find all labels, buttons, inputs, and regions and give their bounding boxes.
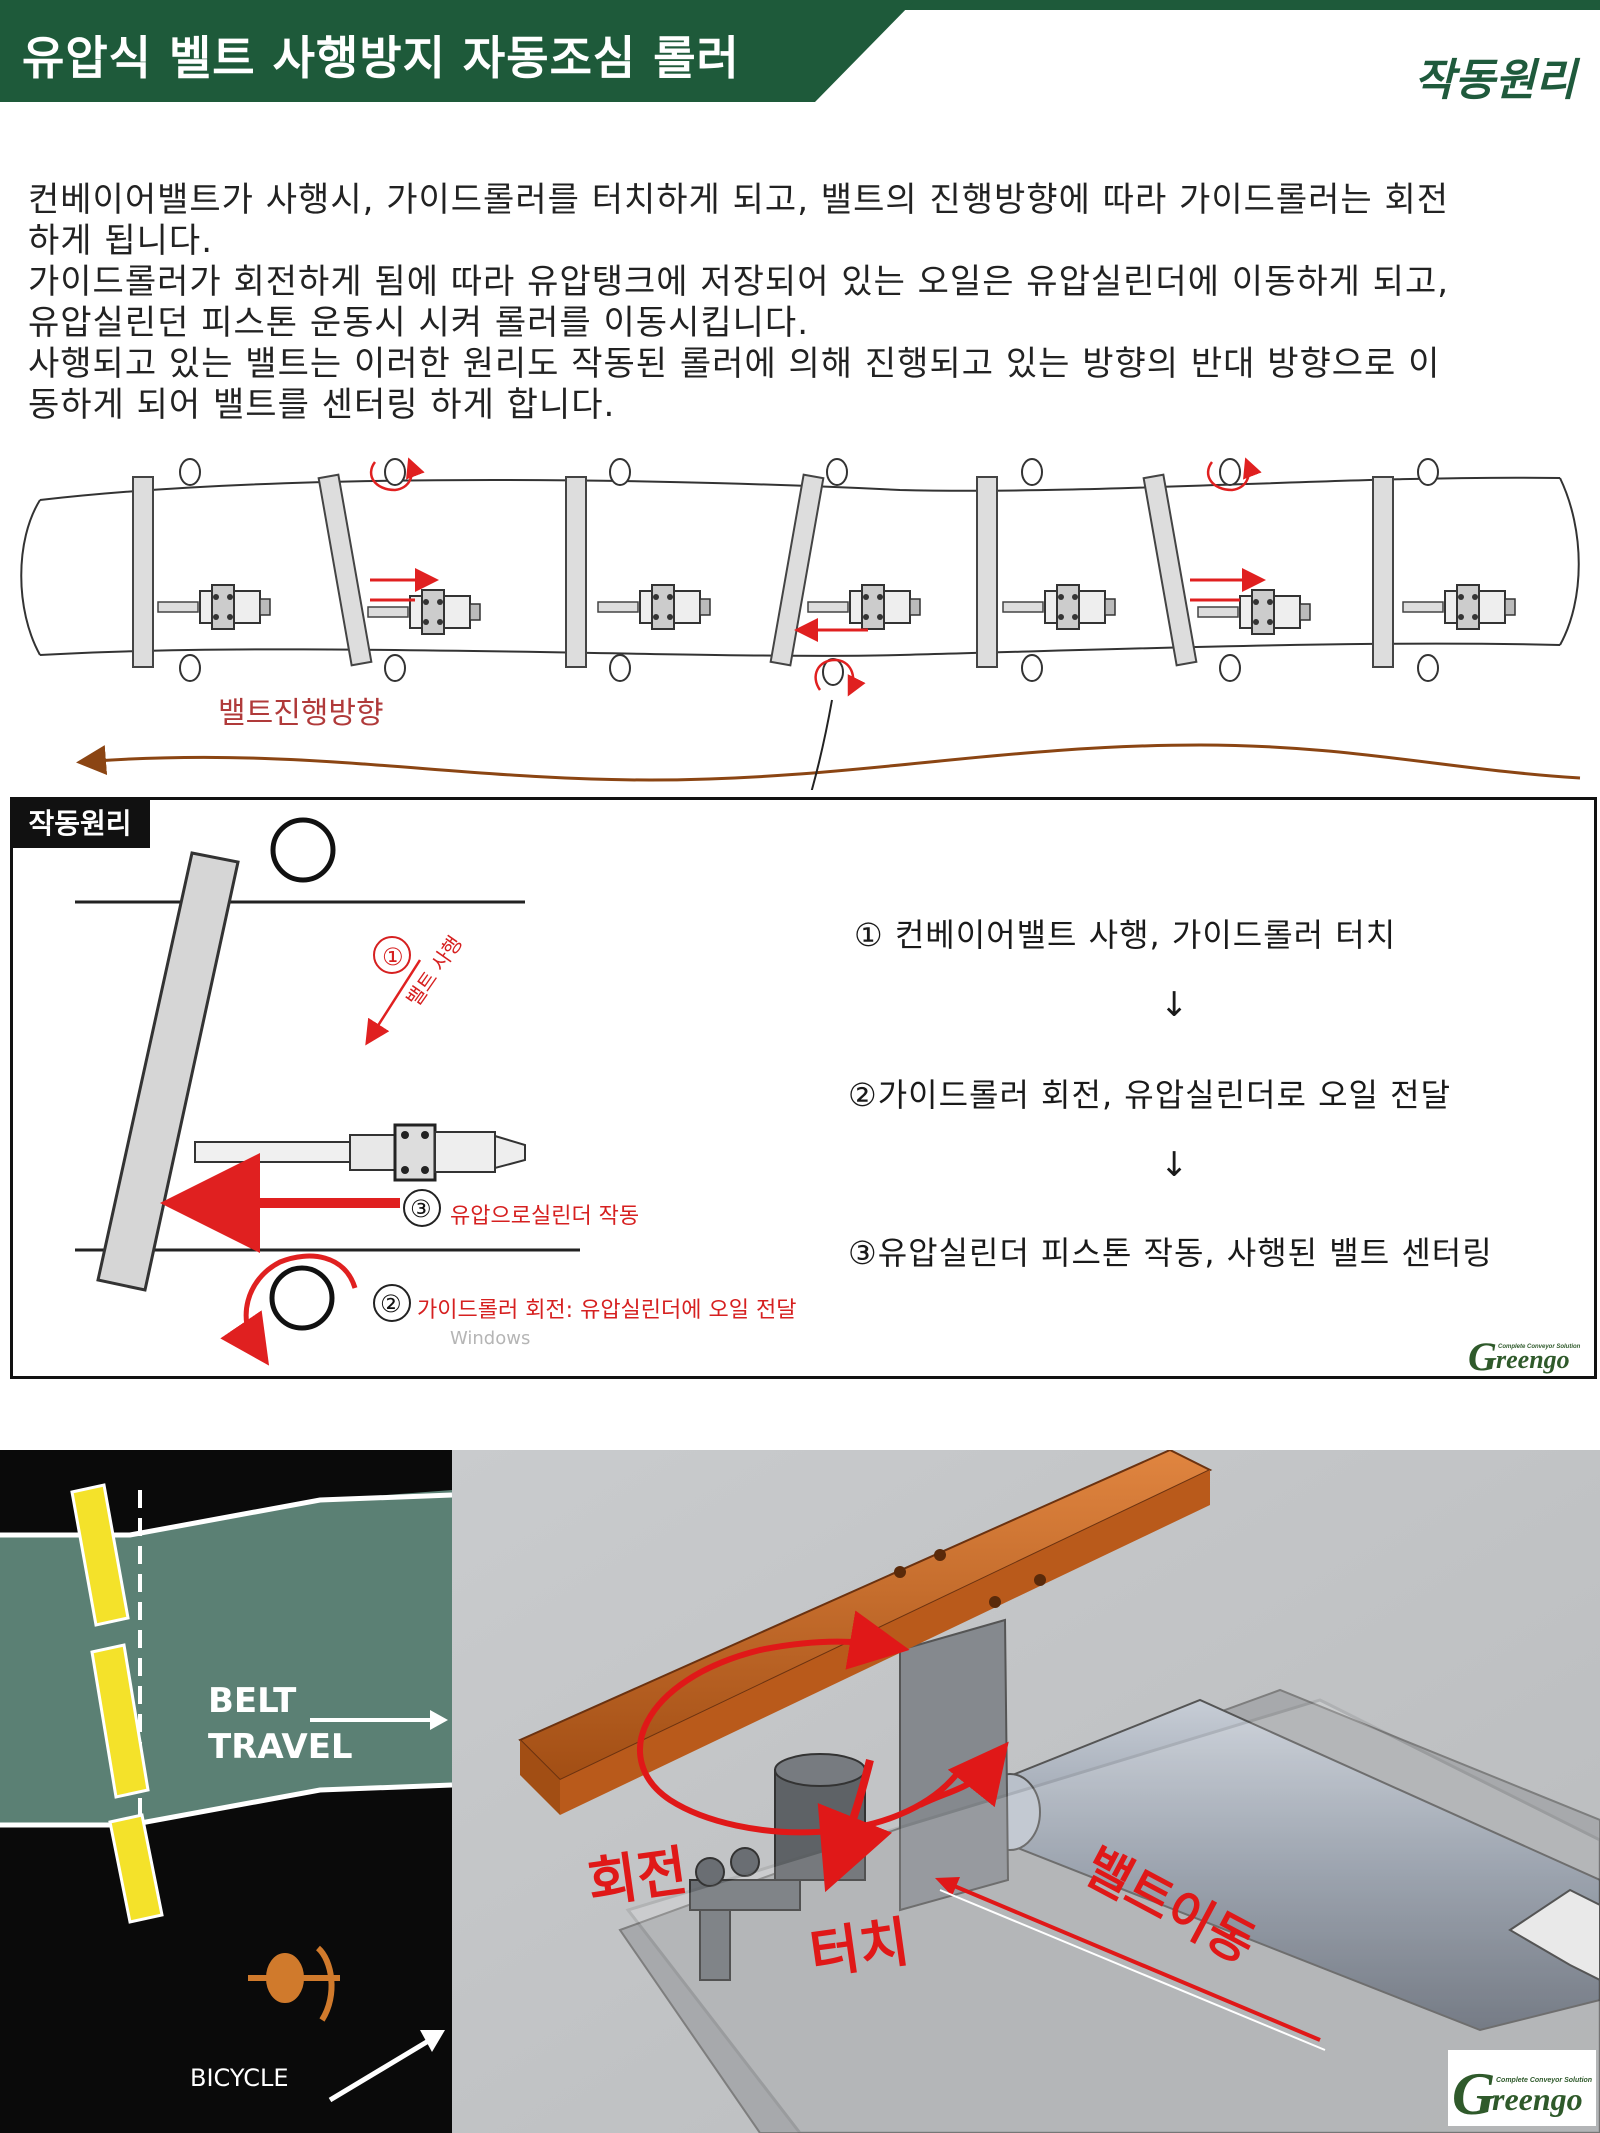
hydraulic-cylinder [597,584,711,630]
guide-roller-circle [826,458,848,486]
svg-text:Complete Conveyor Solution: Complete Conveyor Solution [1498,1344,1581,1350]
callout-line [810,699,833,790]
watermark-text: Windows [450,1328,531,1349]
skewed-roller [96,851,240,1292]
rotation-arrow [814,658,866,697]
belt-travel-label: BELT [208,1681,297,1721]
hydraulic-cylinder [157,584,271,630]
page-subtitle: 작동원리 [1414,55,1576,106]
svg-text:G: G [1468,1334,1497,1379]
svg-text:reengo: reengo [1492,2081,1583,2117]
bicycle-label: BICYCLE [190,2064,289,2092]
guide-roller-circle [1417,654,1439,682]
step2-number: ② [380,1290,402,1318]
guide-roller-circle [1417,458,1439,486]
right-arrow-icon [430,1710,448,1730]
principle-drawing: ① 밸트 사행 ③ ② [75,817,580,1366]
idler-roller [976,476,998,668]
hydraulic-cylinder [1197,589,1311,635]
guide-roller-skewed [769,473,825,667]
step-1: ① 컨베이어밸트 사행, 가이드롤러 터치 [854,916,1397,954]
rotation-arrow [369,457,425,492]
header-bar [0,0,1600,102]
principle-tag: 작동원리 [10,800,150,848]
guide-roller-skewed [1142,473,1198,667]
step2-diagram-label: 가이드롤러 회전: 유압실린더에 오일 전달 [417,1298,797,1323]
guide-roller-circle [1219,654,1241,682]
step3-number: ③ [410,1195,432,1223]
greengo-logo: G reengo Complete Conveyor Solution [1448,2050,1596,2126]
belt-edge-top [39,476,1561,501]
svg-text:reengo: reengo [1496,1345,1570,1374]
touch-arrow [817,1759,892,1893]
guide-roller-circle [609,458,631,486]
hydraulic-cylinder [1002,584,1116,630]
guide-roller-circle [179,654,201,682]
guide-roller-bottom [269,1265,335,1331]
yellow-marker [108,1813,164,1924]
belt-move-line [939,1878,1321,2042]
render-3d-panel: 회전 터치 밸트이동 [452,1450,1600,2133]
svg-text:Complete Conveyor Solution: Complete Conveyor Solution [1496,2077,1592,2084]
guide-roller-skewed [317,473,373,667]
guide-roller-circle [1021,654,1043,682]
guide-roller-circle [179,458,201,486]
rotation-label: 회전 [584,1839,691,1915]
page-title: 유압식 벨트 사행방지 자동조심 롤러 [22,31,740,85]
hydraulic-cylinder [367,589,481,635]
idler-roller [1372,476,1394,668]
belt-direction-arrow [76,743,1581,782]
guide-roller-top [270,817,336,883]
rotation-arrow [1206,457,1262,492]
down-arrow-icon: ↓ [1160,985,1190,1025]
belt-direction-label: 밸트진행방향 [218,696,384,731]
hydraulic-cylinder [1402,584,1516,630]
diagonal-arrow-icon [420,2030,445,2052]
rotation-arrow [918,1741,1009,1808]
yellow-marker [90,1643,150,1799]
red-skew-arrow [365,959,422,1046]
belt-skew-number: ① [382,943,404,971]
intro-line: 사행되고 있는 밸트는 이러한 원리도 작동된 롤러에 의해 진행되고 있는 방… [28,344,1441,384]
intro-line: 하게 됩니다. [28,221,214,261]
belt-travel-panel: BELT TRAVEL BICYCLE [0,1450,452,2133]
greengo-logo: G reengo Complete Conveyor Solution [1468,1334,1581,1379]
step3-diagram-label: 유압으로실린더 작동 [450,1204,640,1229]
step-3: ③유압실린더 피스톤 작동, 사행된 밸트 센터링 [848,1234,1493,1272]
belt-top-view-diagram [20,457,1581,790]
intro-line: 컨베이어밸트가 사행시, 가이드롤러를 터치하게 되고, 밸트의 진행방향에 따… [28,180,1450,220]
guide-roller-circle [384,654,406,682]
belt-skew-label: 밸트 사행 [401,931,467,1010]
guide-roller-circle [609,654,631,682]
svg-text:G: G [1452,2061,1495,2126]
bicycle-icon [248,1945,340,2022]
belt-travel-label: TRAVEL [208,1727,353,1767]
intro-line: 유압실린던 피스톤 운동시 시켜 롤러를 이동시킵니다. [28,303,810,343]
belt-edge-bottom [39,642,1561,657]
idler-roller [565,476,587,668]
down-arrow-icon: ↓ [1160,1145,1190,1185]
hydraulic-cylinder [807,584,921,630]
red-rotation-arrow [220,1253,358,1366]
intro-line: 가이드롤러가 회전하게 됨에 따라 유압탱크에 저장되어 있는 오일은 유압실린… [28,262,1450,302]
step-2: ②가이드롤러 회전, 유압실린더로 오일 전달 [848,1076,1452,1114]
belt-arrow-icon [1508,1888,1600,1982]
idler-roller [132,476,154,668]
guide-roller-circle [384,458,406,486]
touch-label: 터치 [806,1910,913,1986]
guide-roller-circle [1021,458,1043,486]
guide-roller-circle [1219,458,1241,486]
principle-box [10,797,1597,1379]
intro-text: 컨베이어밸트가 사행시, 가이드롤러를 터치하게 되고, 밸트의 진행방향에 따… [28,180,1588,426]
intro-line: 동하게 되어 밸트를 센터링 하게 합니다. [28,385,616,425]
yellow-marker [70,1483,130,1627]
